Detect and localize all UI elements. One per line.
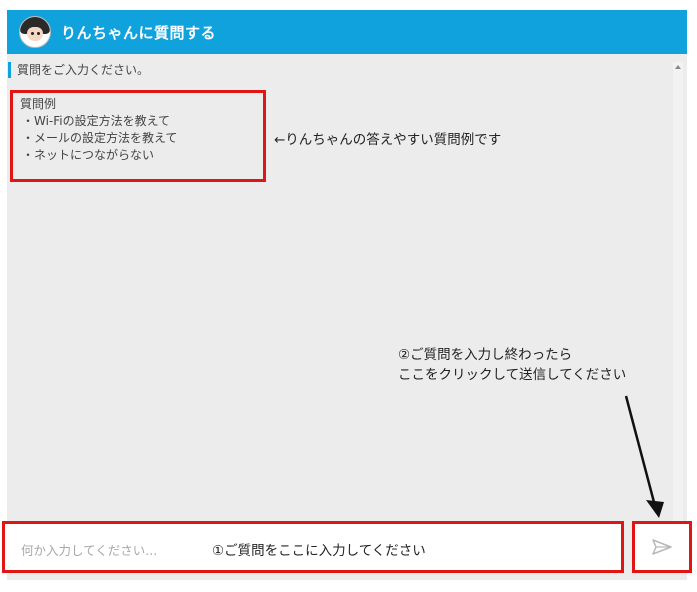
example-annotation: ←りんちゃんの答えやすい質問例です (274, 132, 502, 148)
example-item[interactable]: ・Wi-Fiの設定方法を教えて (22, 114, 171, 128)
send-annotation-line1: ②ご質問を入力し終わったら (398, 347, 573, 363)
send-button[interactable] (632, 521, 692, 573)
scrollbar[interactable] (673, 62, 683, 522)
example-item[interactable]: ・ネットにつながらない (22, 148, 155, 162)
scroll-up-icon[interactable] (675, 65, 681, 69)
chat-header: りんちゃんに質問する (7, 10, 687, 54)
input-annotation: ①ご質問をここに入力してください (212, 543, 426, 559)
chat-window: りんちゃんに質問する (7, 10, 687, 580)
header-title: りんちゃんに質問する (61, 23, 217, 42)
message-input[interactable] (19, 539, 203, 561)
avatar-icon (19, 16, 51, 48)
send-icon (652, 539, 672, 555)
chat-messages-area (7, 60, 673, 520)
bot-message: 質問をご入力ください。 (8, 62, 149, 78)
example-list: ・Wi-Fiの設定方法を教えて ・メールの設定方法を教えて ・ネットにつながらな… (22, 113, 177, 164)
send-annotation-line2: ここをクリックして送信してください (398, 367, 627, 383)
example-title: 質問例 (20, 97, 57, 111)
example-item[interactable]: ・メールの設定方法を教えて (22, 131, 178, 145)
send-annotation: ②ご質問を入力し終わったら ここをクリックして送信してください (398, 345, 626, 385)
example-questions-box: 質問例 ・Wi-Fiの設定方法を教えて ・メールの設定方法を教えて ・ネットにつ… (10, 90, 266, 182)
message-input-container: ①ご質問をここに入力してください (2, 521, 624, 573)
